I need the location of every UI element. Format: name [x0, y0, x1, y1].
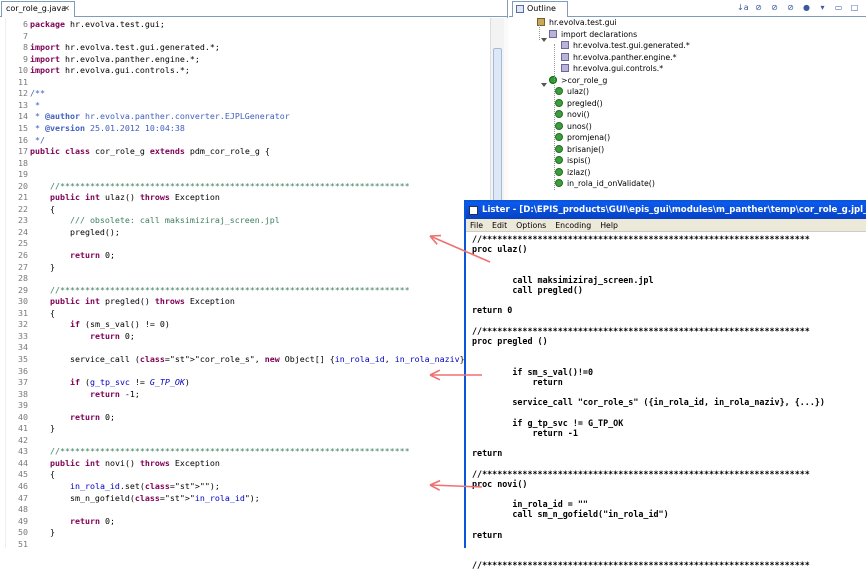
lister-line: //**************************************… [472, 560, 810, 571]
arrow-head [430, 481, 440, 485]
annotation-arrow [430, 236, 490, 262]
arrows-overlay [0, 0, 866, 548]
annotation-arrow [430, 485, 482, 487]
